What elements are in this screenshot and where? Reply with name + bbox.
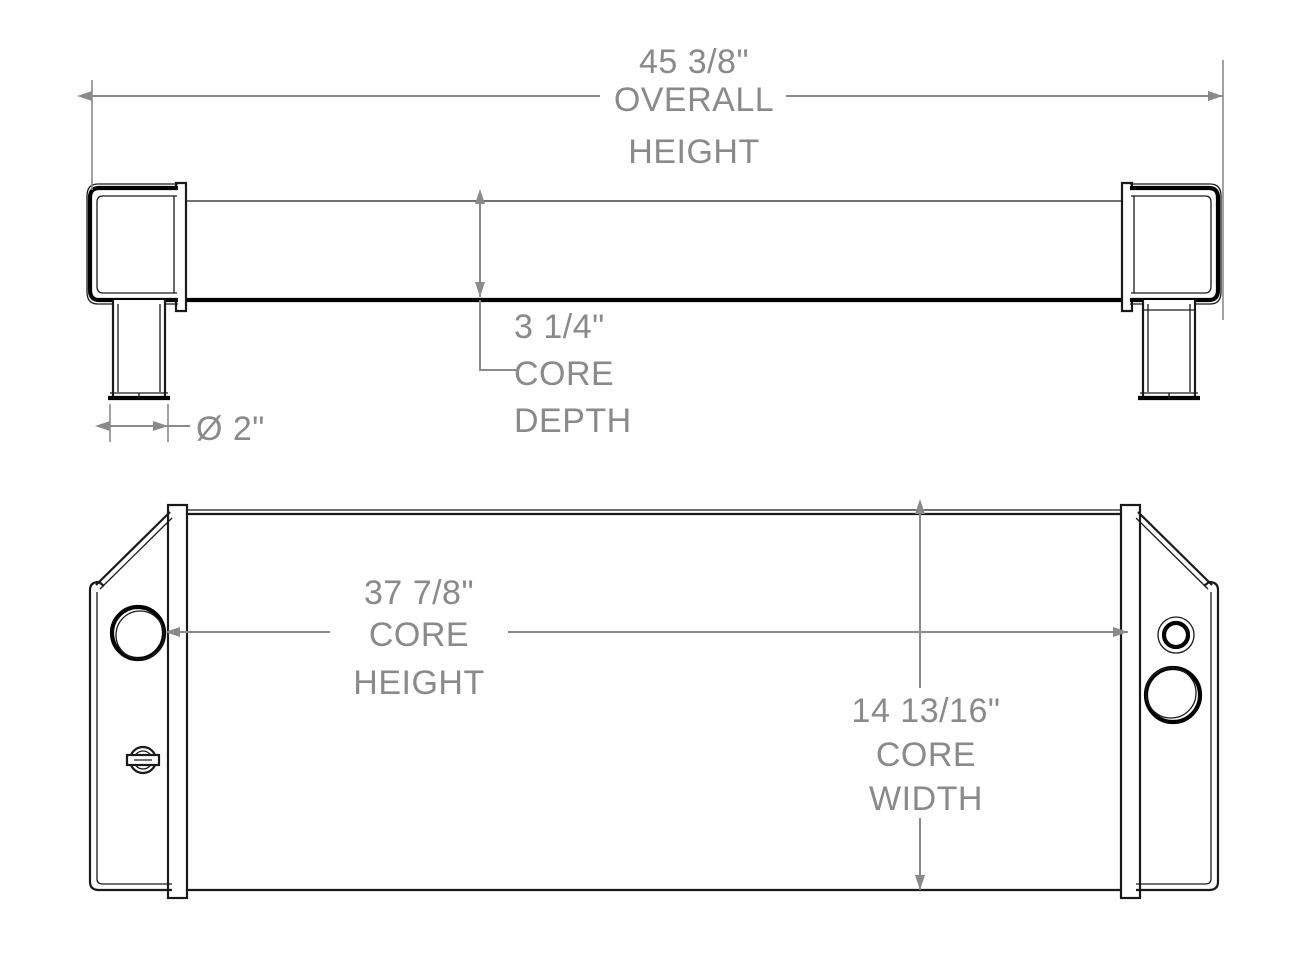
label-core-width: 14 13/16" CORE WIDTH [852,692,1001,818]
core-height-label-line1: CORE [369,616,469,654]
overall-height-value: 45 3/8" [639,43,749,81]
overall-height-label-line2: HEIGHT [628,133,759,171]
left-tank-large-port [109,604,167,662]
core-depth-label-line2: DEPTH [514,402,632,440]
top-view-right-tank [1120,181,1222,313]
core-height-value: 37 7/8" [364,574,474,612]
core-depth-value: 3 1/4" [514,308,605,346]
left-tank-drain-plug [125,745,161,775]
front-view-left-tank [88,503,189,900]
front-view-group [88,499,1220,900]
right-tank-large-port [1143,665,1203,725]
core-width-label-line1: CORE [876,736,976,774]
front-view-right-tank [1119,503,1220,900]
top-view-left-tube [108,300,170,401]
right-tank-small-port [1157,616,1195,654]
core-depth-label-line1: CORE [514,355,614,393]
dimension-core-depth [475,189,516,371]
top-view-group [77,60,1224,442]
tube-diameter-value: Ø 2" [196,410,265,448]
front-view-core-body [180,509,1128,892]
core-width-value: 14 13/16" [852,692,1001,730]
top-view-core-body [180,200,1128,303]
label-overall-height: 45 3/8" OVERALL HEIGHT [614,43,774,171]
dimension-tube-diameter [95,404,190,442]
label-tube-diameter: Ø 2" [196,410,265,448]
overall-height-label-line1: OVERALL [614,81,774,119]
label-core-depth: 3 1/4" CORE DEPTH [514,308,632,440]
dimension-overall-height [77,60,1224,320]
top-view-right-tube [1138,300,1200,401]
core-width-label-line2: WIDTH [869,780,983,818]
top-view-left-tank [86,181,188,313]
core-height-label-line2: HEIGHT [353,664,484,702]
label-core-height: 37 7/8" CORE HEIGHT [353,574,484,702]
